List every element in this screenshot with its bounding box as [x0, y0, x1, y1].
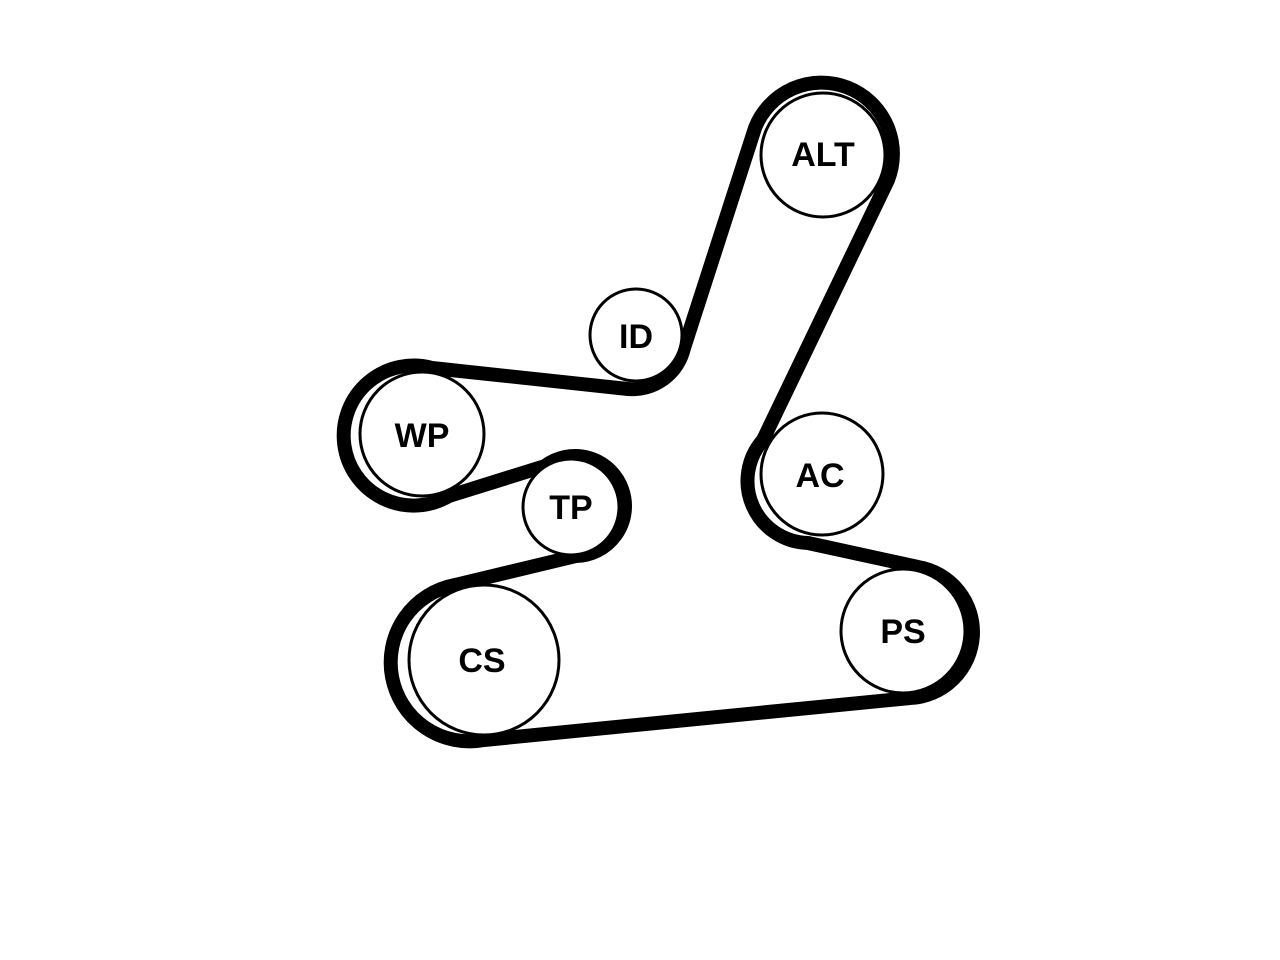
pulley-label-ps: PS [880, 613, 925, 651]
pulley-water-pump: WP [358, 370, 486, 498]
pulley-label-wp: WP [395, 417, 450, 455]
pulley-idler: ID [588, 287, 684, 383]
pulley-label-id: ID [619, 318, 653, 356]
pulley-tensioner: TP [521, 457, 621, 557]
pulley-crankshaft: CS [407, 583, 561, 737]
pulley-alternator: ALT [759, 91, 887, 219]
pulley-label-cs: CS [458, 642, 505, 680]
serpentine-belt [336, 75, 980, 749]
pulley-label-tp: TP [549, 489, 592, 527]
pulley-ac-compressor: AC [759, 411, 885, 537]
pulley-power-steering: PS [839, 567, 967, 695]
pulley-label-alt: ALT [791, 136, 855, 174]
pulley-label-ac: AC [795, 457, 844, 495]
